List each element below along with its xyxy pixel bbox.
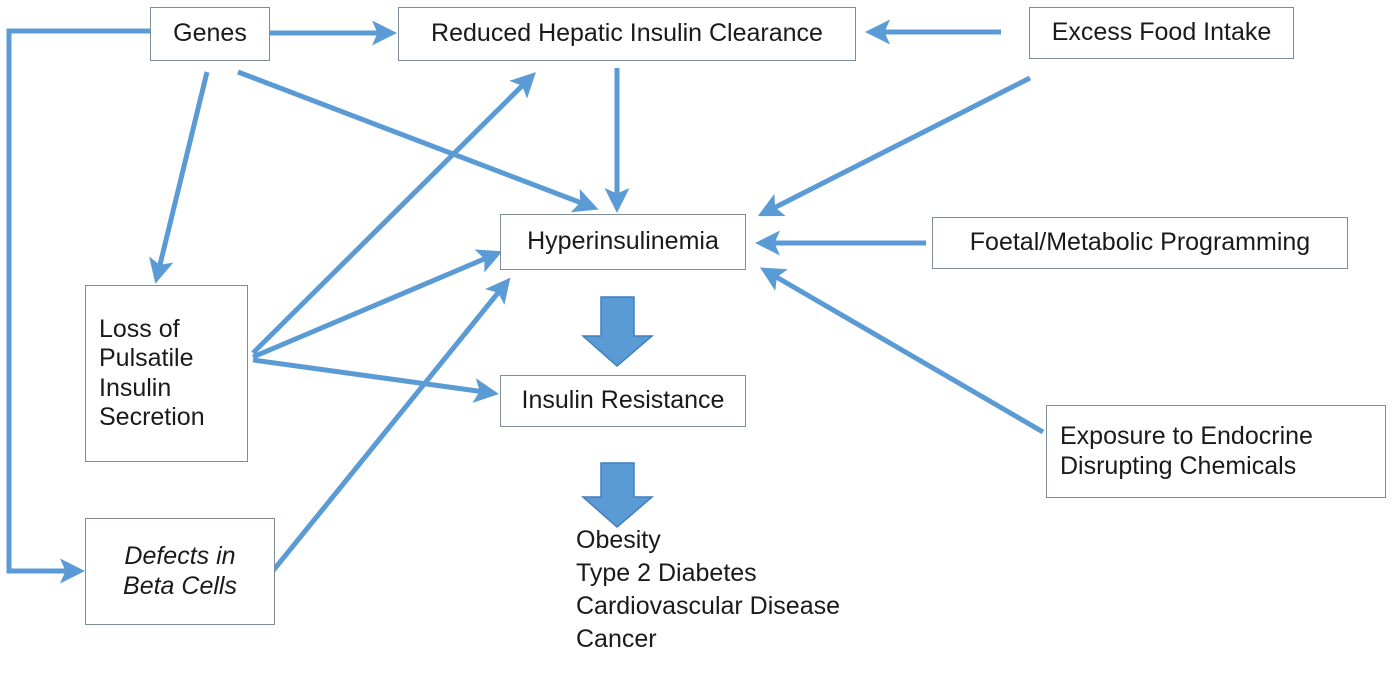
node-excess-food-intake[interactable]: Excess Food Intake	[1029, 7, 1294, 59]
node-excess-food-intake-label: Excess Food Intake	[1051, 18, 1272, 47]
node-foetal-metabolic-programming-label: Foetal/Metabolic Programming	[969, 228, 1311, 257]
edge-loss-of-pulsatile-to-reduced-hepatic-insulin-clearance	[251, 72, 536, 355]
node-insulin-resistance[interactable]: Insulin Resistance	[500, 375, 746, 427]
node-exposure-to-endocrine-disrupting-chemicals[interactable]: Exposure to Endocrine Disrupting Chemica…	[1046, 405, 1386, 498]
edge-genes-to-loss-of-pulsatile-insulin-secretion	[149, 71, 210, 284]
node-foetal-metabolic-programming[interactable]: Foetal/Metabolic Programming	[932, 217, 1348, 269]
outcomes-list: Obesity Type 2 Diabetes Cardiovascular D…	[576, 526, 841, 653]
edge-genes-to-hyperinsulinemia	[237, 69, 599, 213]
edge-loss-of-pulsatile-to-insulin-resistance	[252, 357, 499, 403]
node-reduced-hepatic-insulin-clearance-label: Reduced Hepatic Insulin Clearance	[431, 19, 823, 48]
node-exposure-to-endocrine-disrupting-chemicals-label: Exposure to Endocrine Disrupting Chemica…	[1060, 422, 1313, 480]
node-defects-in-beta-cells[interactable]: Defects in Beta Cells	[85, 518, 275, 625]
node-defects-in-beta-cells-label: Defects in Beta Cells	[123, 542, 237, 600]
edge-loss-of-pulsatile-to-hyperinsulinemia	[252, 249, 503, 360]
node-loss-of-pulsatile-insulin-secretion-label: Loss of Pulsatile Insulin Secretion	[99, 314, 205, 432]
block-arrow-hyperinsulinemia-to-insulin-resistance	[581, 296, 655, 367]
block-arrow-insulin-resistance-to-outcomes	[581, 462, 655, 528]
node-hyperinsulinemia[interactable]: Hyperinsulinemia	[500, 214, 746, 270]
node-genes-label: Genes	[173, 19, 247, 48]
node-insulin-resistance-label: Insulin Resistance	[521, 386, 725, 415]
node-genes[interactable]: Genes	[150, 7, 270, 61]
edge-genes-to-defects-in-beta-cells	[6, 28, 150, 584]
block-arrows	[581, 296, 655, 528]
node-hyperinsulinemia-label: Hyperinsulinemia	[527, 227, 719, 256]
edge-excess-food-intake-to-hyperinsulinemia	[757, 75, 1032, 217]
node-reduced-hepatic-insulin-clearance[interactable]: Reduced Hepatic Insulin Clearance	[398, 7, 856, 61]
edge-exposure-to-endocrine-disrupting-chemicals-to-hyperinsulinemia	[759, 267, 1045, 435]
node-loss-of-pulsatile-insulin-secretion[interactable]: Loss of Pulsatile Insulin Secretion	[85, 285, 248, 462]
edge-defects-in-beta-cells-to-hyperinsulinemia	[270, 277, 511, 574]
